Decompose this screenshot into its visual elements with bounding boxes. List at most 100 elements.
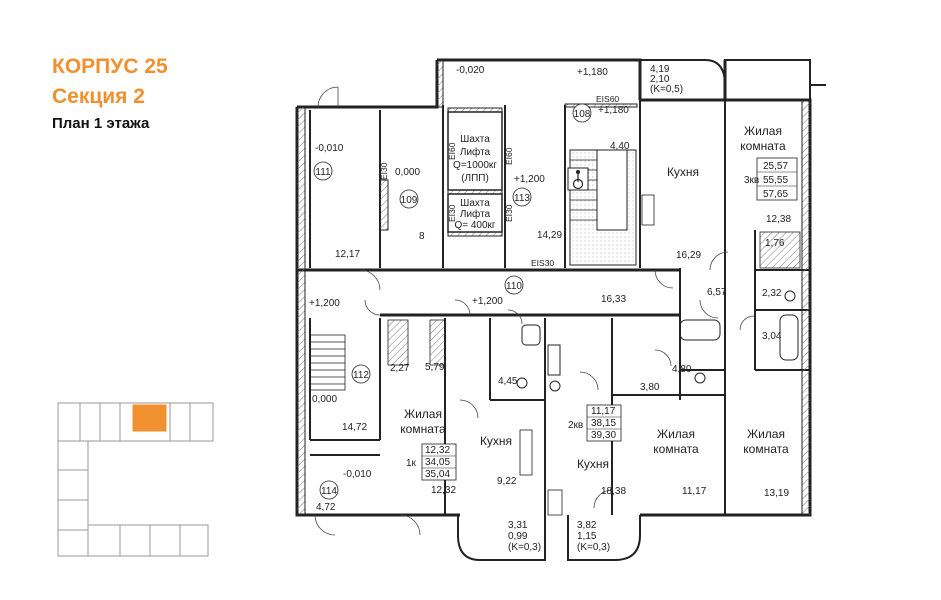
room-area: 16,29 bbox=[676, 250, 701, 261]
room-name-living: комната bbox=[743, 442, 789, 456]
room-area: 13,19 bbox=[764, 488, 789, 499]
svg-text:3кв: 3кв bbox=[744, 175, 759, 186]
svg-text:55,55: 55,55 bbox=[763, 175, 788, 186]
svg-text:112: 112 bbox=[353, 370, 369, 381]
room-area: 2,32 bbox=[762, 288, 782, 299]
room-area: 3,04 bbox=[762, 331, 782, 342]
room-name-kitchen: Кухня bbox=[480, 434, 512, 448]
room-name-living: Жилая bbox=[404, 407, 442, 421]
svg-text:25,57: 25,57 bbox=[763, 161, 788, 172]
room-name-living: комната bbox=[740, 139, 786, 153]
svg-text:12,32: 12,32 bbox=[425, 445, 450, 456]
door-swings bbox=[314, 86, 755, 536]
svg-text:2кв: 2кв bbox=[568, 420, 583, 431]
title-block: КОРПУС 25 Секция 2 План 1 этажа bbox=[52, 52, 168, 136]
room-area: 4,40 bbox=[610, 141, 630, 152]
room-area: 3,80 bbox=[640, 382, 660, 393]
svg-text:38,15: 38,15 bbox=[591, 418, 616, 429]
room-area: 5,79 bbox=[425, 362, 445, 373]
room-area: 11,17 bbox=[682, 486, 707, 497]
level-mark: +1,180 bbox=[577, 67, 608, 78]
shaft-label: Q= 400кг bbox=[454, 220, 495, 231]
interior-walls bbox=[309, 100, 810, 515]
hatched-walls bbox=[296, 59, 811, 516]
floor-plan-title: План 1 этажа bbox=[52, 115, 150, 132]
svg-text:111: 111 bbox=[315, 167, 331, 178]
svg-text:1к: 1к bbox=[406, 458, 417, 469]
kitchen-stoves bbox=[519, 194, 655, 516]
room-name-kitchen: Кухня bbox=[667, 165, 699, 179]
apartment-summary-1: 1к 12,32 34,05 35,04 bbox=[406, 443, 457, 481]
svg-text:11,17: 11,17 bbox=[591, 406, 616, 417]
room-area: 14,72 bbox=[342, 422, 367, 433]
room-name-living: комната bbox=[653, 442, 699, 456]
balcony-area: 0,99 bbox=[508, 531, 528, 542]
bathroom-fixtures bbox=[516, 290, 799, 392]
shaft-label: Шахта bbox=[460, 134, 490, 145]
room-number-114: 114 bbox=[319, 480, 339, 500]
level-mark: -0,020 bbox=[456, 65, 485, 76]
room-area: 4,72 bbox=[316, 502, 336, 513]
room-name-kitchen: Кухня bbox=[577, 457, 609, 471]
svg-text:108: 108 bbox=[574, 109, 591, 120]
svg-text:39,30: 39,30 bbox=[591, 430, 616, 441]
room-area: 14,29 bbox=[537, 230, 562, 241]
room-name-living: Жилая bbox=[657, 427, 695, 441]
balcony-area: 4,19 bbox=[650, 64, 670, 75]
shaft-label: Лифта bbox=[460, 208, 491, 220]
building-title: КОРПУС 25 bbox=[52, 55, 168, 78]
svg-text:113: 113 bbox=[514, 193, 530, 204]
room-number-113: 113 bbox=[512, 187, 532, 207]
room-area: 9,22 bbox=[497, 476, 517, 487]
stair-core bbox=[567, 149, 637, 266]
key-plan-highlight bbox=[132, 404, 167, 432]
room-area: 16,33 bbox=[601, 294, 626, 305]
outer-walls bbox=[295, 58, 812, 517]
level-mark: -0,010 bbox=[343, 469, 372, 480]
balcony-coef: (K=0,3) bbox=[508, 542, 541, 553]
level-mark: +1,200 bbox=[309, 298, 340, 309]
apartment-summary-3: 3кв 25,57 55,55 57,65 bbox=[744, 157, 798, 201]
room-number-108: 108 bbox=[572, 103, 592, 123]
stair-left bbox=[309, 334, 346, 391]
room-area: 12,38 bbox=[766, 214, 791, 225]
balcony-area: 3,82 bbox=[577, 520, 597, 531]
level-mark: +1,180 bbox=[598, 105, 629, 116]
fire-rating: EI60 bbox=[504, 147, 514, 165]
fire-rating: EI30 bbox=[379, 162, 389, 180]
apartment-summary-2: 2кв 11,17 38,15 39,30 bbox=[568, 404, 622, 442]
room-number-112: 112 bbox=[351, 364, 371, 384]
shaft-label: Шахта bbox=[460, 198, 490, 209]
room-area: 2,27 bbox=[390, 363, 410, 374]
room-area: 12,17 bbox=[335, 249, 360, 260]
svg-text:35,04: 35,04 bbox=[425, 469, 450, 480]
fire-rating: EIS60 bbox=[596, 94, 619, 104]
balcony-area: 1,15 bbox=[577, 531, 597, 542]
balcony-coef: (K=0,3) bbox=[577, 542, 610, 553]
room-area: 18,38 bbox=[601, 486, 626, 497]
shaft-label: (ЛПП) bbox=[461, 173, 489, 184]
room-area: 6,57 bbox=[707, 287, 727, 298]
room-area: 12,32 bbox=[431, 485, 456, 496]
balconies bbox=[457, 59, 826, 561]
room-area: 4,80 bbox=[672, 364, 692, 375]
room-number-109: 109 bbox=[399, 189, 419, 209]
level-mark: +1,200 bbox=[514, 174, 545, 185]
wardrobes bbox=[387, 231, 801, 366]
svg-text:57,65: 57,65 bbox=[763, 189, 788, 200]
fire-rating: EI60 bbox=[447, 142, 457, 160]
balcony-area: 3,31 bbox=[508, 520, 528, 531]
svg-text:110: 110 bbox=[506, 281, 522, 292]
fire-rating: EIS30 bbox=[531, 258, 554, 268]
room-area: 8 bbox=[419, 231, 425, 242]
shaft-label: Q=1000кг bbox=[453, 160, 497, 171]
level-mark: -0,010 bbox=[315, 143, 344, 154]
shaft-label: Лифта bbox=[460, 146, 491, 158]
key-plan bbox=[57, 402, 214, 557]
svg-text:114: 114 bbox=[321, 486, 337, 497]
room-name-living: Жилая bbox=[744, 124, 782, 138]
room-number-111: 111 bbox=[313, 161, 333, 181]
fire-rating: EI30 bbox=[447, 204, 457, 222]
fire-rating: EI30 bbox=[504, 204, 514, 222]
